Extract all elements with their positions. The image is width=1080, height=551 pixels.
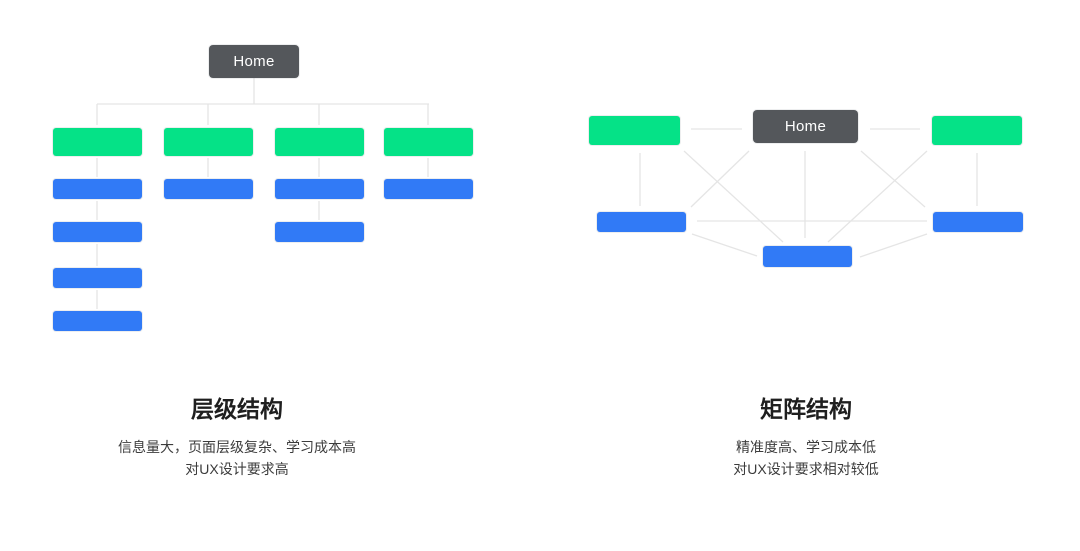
page-node (384, 179, 473, 199)
page-node (164, 179, 253, 199)
category-node (589, 116, 680, 145)
matrix-title: 矩阵结构 (760, 396, 852, 422)
matrix-description-line: 精准度高、学习成本低 (736, 439, 876, 455)
category-node (164, 128, 253, 156)
hierarchy-description-line: 信息量大，页面层级复杂、学习成本高 (118, 439, 356, 455)
matrix-caption: 矩阵结构 精准度高、学习成本低 对UX设计要求相对较低 (576, 396, 1036, 480)
category-node (53, 128, 142, 156)
page-node (53, 179, 142, 199)
hierarchy-description-line: 对UX设计要求高 (185, 461, 289, 477)
category-node (384, 128, 473, 156)
home-node-label: Home (784, 118, 827, 135)
home-node: Home (753, 110, 858, 143)
page-node (763, 246, 852, 267)
page-node (597, 212, 686, 232)
home-node: Home (209, 45, 299, 78)
page-node (53, 268, 142, 288)
page-node (53, 222, 142, 242)
page-node (53, 311, 142, 331)
home-node-label: Home (233, 53, 275, 70)
category-node (932, 116, 1022, 145)
hierarchy-title: 层级结构 (191, 396, 283, 422)
page-node (933, 212, 1023, 232)
matrix-description-line: 对UX设计要求相对较低 (733, 461, 879, 477)
page-node (275, 179, 364, 199)
category-node (275, 128, 364, 156)
hierarchy-caption: 层级结构 信息量大，页面层级复杂、学习成本高 对UX设计要求高 (7, 396, 467, 480)
page-node (275, 222, 364, 242)
